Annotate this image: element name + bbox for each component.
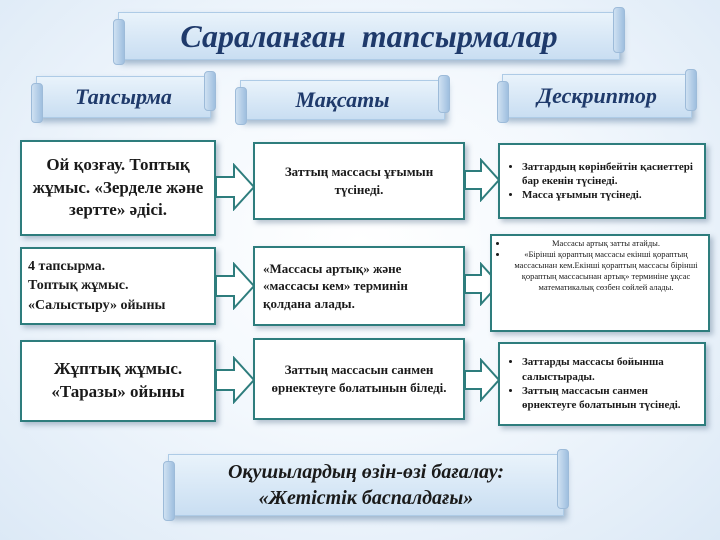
row3-goal: Заттың массасын санмен өрнектеуге болаты…: [271, 362, 447, 395]
header-goal: Мақсаты: [235, 75, 450, 125]
row3-descriptor-1: Заттарды массасы бойынша салыстырады.: [522, 355, 700, 384]
row1-goal-box: Заттың массасы ұғымын түсінеді.: [253, 142, 465, 220]
row2-task-box: 4 тапсырма. Топтық жұмыс. «Салыстыру» ой…: [20, 247, 216, 325]
header-goal-label: Мақсаты: [295, 87, 390, 112]
row1-task: Ой қозғау. Топтық жұмыс. «Зерделе және з…: [32, 154, 204, 220]
row2-task-line-2: Топтық жұмыс.: [28, 278, 129, 294]
page-title: Сараланған тапсырмалар: [180, 17, 558, 54]
footer-line-1: Оқушылардың өзін-өзі бағалау:: [227, 461, 504, 483]
row2-task-line-1: 4 тапсырма.: [28, 258, 106, 274]
row2-goal-box: «Массасы артық» және «массасы кем» терми…: [253, 246, 465, 326]
row1-descriptor-2: Масса ұғымын түсінеді.: [522, 188, 700, 202]
footer-banner: Оқушылардың өзін-өзі бағалау: «Жетістік …: [163, 449, 569, 521]
row3-descriptor-2: Заттың массасын санмен өрнектеуге болаты…: [522, 384, 700, 413]
row3-goal-box: Заттың массасын санмен өрнектеуге болаты…: [253, 338, 465, 420]
row1-arrow-2: [465, 158, 501, 202]
row3-arrow-1: [216, 356, 256, 404]
row1-arrow-1: [216, 163, 256, 211]
header-descriptor: Дескриптор: [497, 69, 697, 123]
row3-task-box: Жұптық жұмыс. «Таразы» ойыны: [20, 340, 216, 422]
header-descriptor-label: Дескриптор: [537, 83, 657, 108]
row3-arrow-2: [465, 358, 501, 402]
row1-goal: Заттың массасы ұғымын түсінеді.: [284, 164, 434, 197]
row2-task-line-3: «Салыстыру» ойыны: [28, 297, 166, 313]
header-task-label: Тапсырма: [75, 84, 172, 109]
row3-descriptor-box: Заттарды массасы бойынша салыстырады. За…: [498, 342, 706, 426]
row1-descriptor-list: Заттардың көрінбейтін қасиеттері бар еке…: [504, 160, 700, 203]
row1-descriptor-box: Заттардың көрінбейтін қасиеттері бар еке…: [498, 143, 706, 219]
row2-goal: «Массасы артық» және «массасы кем» терми…: [263, 260, 408, 311]
title-banner: Сараланған тапсырмалар: [113, 7, 625, 65]
row1-task-box: Ой қозғау. Топтық жұмыс. «Зерделе және з…: [20, 140, 216, 236]
row1-descriptor-1: Заттардың көрінбейтін қасиеттері бар еке…: [522, 160, 700, 189]
row2-descriptor-1: Массасы артық затты атайды.: [508, 238, 704, 249]
row3-task: Жұптық жұмыс. «Таразы» ойыны: [51, 359, 185, 401]
footer-line-2: «Жетістік баспалдағы»: [258, 487, 474, 509]
row3-descriptor-list: Заттарды массасы бойынша салыстырады. За…: [504, 355, 700, 412]
row2-descriptor-list: Массасы артық затты атайды. «Бірінші қор…: [496, 238, 704, 293]
row2-descriptor-box: Массасы артық затты атайды. «Бірінші қор…: [490, 234, 710, 332]
row2-arrow-1: [216, 262, 256, 310]
row2-descriptor-2: «Бірінші қораптың массасы екінші қорапты…: [508, 249, 704, 293]
header-task: Тапсырма: [31, 71, 216, 123]
